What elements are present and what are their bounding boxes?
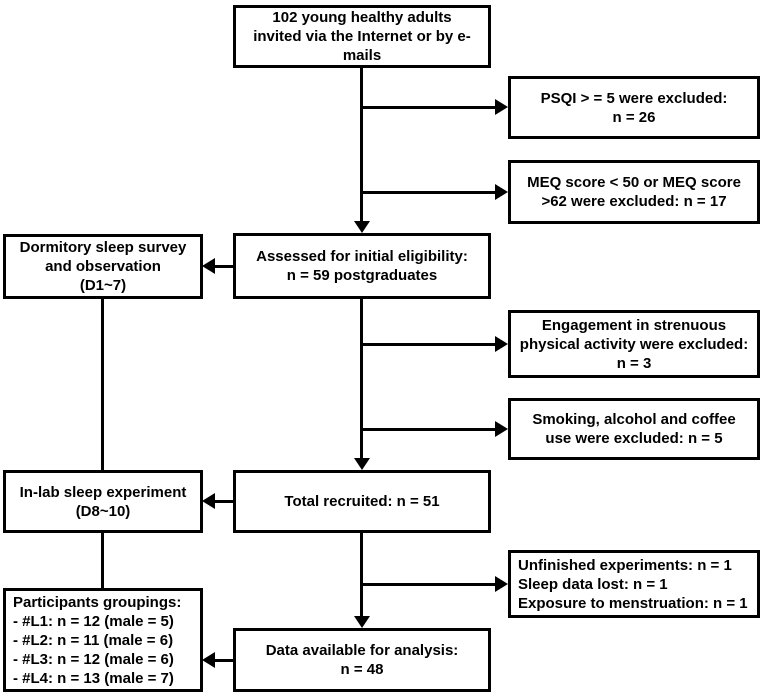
- arrowhead-down-icon: [354, 221, 370, 233]
- box-line: - #L4: n = 13 (male = 7): [13, 669, 174, 687]
- box-meq-excluded: MEQ score < 50 or MEQ score >62 were exc…: [508, 160, 760, 224]
- box-line: Smoking, alcohol and coffee: [532, 411, 736, 428]
- box-line: PSQI > = 5 were excluded:: [540, 89, 728, 107]
- box-line: MEQ score < 50 or MEQ score: [527, 174, 741, 191]
- box-line: >62 were excluded: n = 17: [541, 193, 727, 210]
- connector-branch-unfinished: [360, 583, 495, 586]
- arrowhead-down-icon: [354, 616, 370, 628]
- box-line: (D8~10): [75, 502, 131, 520]
- box-line: use were excluded: n = 5: [545, 430, 723, 447]
- connector-spine-assessed-to-total: [360, 299, 363, 458]
- connector-branch-psqi: [360, 106, 495, 109]
- box-line: Exposure to menstruation: n = 1: [518, 594, 748, 612]
- box-line: physical activity were excluded:: [519, 335, 749, 353]
- box-smoking-excluded: Smoking, alcohol and coffee use were exc…: [508, 398, 760, 460]
- box-total-recruited: Total recruited: n = 51: [233, 470, 491, 533]
- box-line: 102 young healthy adults: [272, 9, 452, 26]
- connector-assessed-to-dormitory: [214, 265, 233, 268]
- arrowhead-right-icon: [495, 184, 508, 200]
- box-line: Data available for analysis:: [265, 642, 459, 659]
- arrowhead-left-icon: [202, 652, 215, 668]
- box-inlab-experiment: In-lab sleep experiment (D8~10): [3, 470, 203, 533]
- box-assessed-eligibility: Assessed for initial eligibility: n = 59…: [233, 233, 491, 299]
- connector-spine-total-to-data: [360, 533, 363, 616]
- box-line: n = 3: [616, 354, 652, 372]
- connector-branch-smoking: [360, 428, 495, 431]
- arrowhead-right-icon: [495, 576, 508, 592]
- box-line: n = 26: [612, 108, 656, 126]
- box-line: In-lab sleep experiment: [19, 483, 187, 501]
- box-line: Dormitory sleep survey: [19, 239, 187, 256]
- connector-data-to-groupings: [214, 659, 233, 662]
- box-participant-groupings: Participants groupings: - #L1: n = 12 (m…: [3, 588, 203, 692]
- box-dormitory-survey: Dormitory sleep survey and observation (…: [3, 234, 203, 299]
- box-line: and observation: [45, 258, 161, 275]
- arrowhead-right-icon: [495, 336, 508, 352]
- box-line: invited via the Internet or by e-: [253, 28, 471, 45]
- box-line: n = 59 postgraduates: [286, 267, 438, 284]
- box-line: Engagement in strenuous: [541, 316, 727, 334]
- box-line: Participants groupings:: [13, 593, 182, 611]
- box-line: Sleep data lost: n = 1: [518, 575, 668, 593]
- box-line: mails: [342, 47, 382, 64]
- box-line: - #L2: n = 11 (male = 6): [13, 631, 174, 649]
- arrowhead-left-icon: [202, 493, 215, 509]
- box-line: Assessed for initial eligibility:: [256, 248, 468, 265]
- box-line: Total recruited: n = 51: [284, 493, 440, 510]
- connector-total-to-inlab: [214, 500, 233, 503]
- box-data-available: Data available for analysis: n = 48: [233, 628, 491, 692]
- box-line: (D1~7): [79, 277, 127, 294]
- arrowhead-right-icon: [495, 421, 508, 437]
- box-psqi-excluded: PSQI > = 5 were excluded: n = 26: [508, 76, 760, 139]
- box-invited-adults: 102 young healthy adults invited via the…: [233, 5, 491, 68]
- connector-dormitory-to-inlab: [101, 299, 104, 470]
- connector-branch-strenuous: [360, 343, 495, 346]
- arrowhead-left-icon: [202, 258, 215, 274]
- connector-spine-invited-to-assessed: [360, 68, 363, 222]
- arrowhead-down-icon: [354, 458, 370, 470]
- box-line: - #L3: n = 12 (male = 6): [13, 650, 174, 668]
- box-line: Unfinished experiments: n = 1: [518, 556, 732, 574]
- connector-inlab-to-groupings: [101, 533, 104, 588]
- box-line: n = 48: [340, 661, 384, 678]
- box-unfinished-excluded: Unfinished experiments: n = 1 Sleep data…: [508, 550, 760, 618]
- arrowhead-right-icon: [495, 99, 508, 115]
- box-strenuous-excluded: Engagement in strenuous physical activit…: [508, 310, 760, 378]
- box-line: - #L1: n = 12 (male = 5): [13, 612, 174, 630]
- connector-branch-meq: [360, 191, 495, 194]
